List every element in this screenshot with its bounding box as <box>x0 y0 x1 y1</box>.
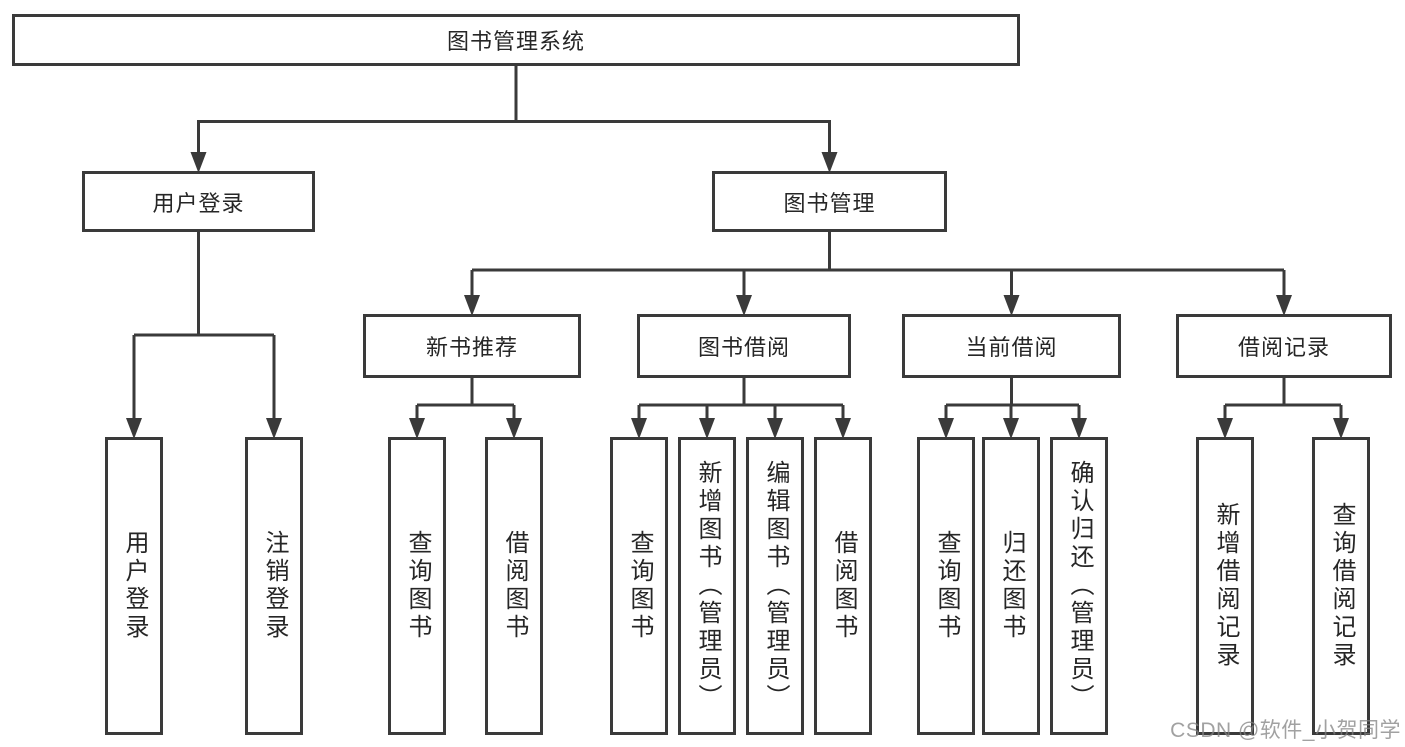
node-new-book-recommendation: 新书推荐 <box>363 314 581 378</box>
leaf-borrow-books: 借阅图书 <box>814 437 872 735</box>
leaf-logout: 注销登录 <box>245 437 303 735</box>
leaf-return-books: 归还图书 <box>982 437 1040 735</box>
tree-edges <box>132 66 1343 428</box>
node-book-borrowing: 图书借阅 <box>637 314 851 378</box>
leaf-add-books-admin: 新增图书（管理员） <box>678 437 736 735</box>
node-library-management-system: 图书管理系统 <box>12 14 1020 66</box>
leaf-add-borrow-record: 新增借阅记录 <box>1196 437 1254 735</box>
node-borrowing-records: 借阅记录 <box>1176 314 1392 378</box>
node-current-borrowing: 当前借阅 <box>902 314 1121 378</box>
node-user-login-branch: 用户登录 <box>82 171 315 232</box>
leaf-edit-books-admin: 编辑图书（管理员） <box>746 437 804 735</box>
csdn-watermark: CSDN @软件_小贺同学 <box>1170 719 1401 742</box>
leaf-query-books-borrow: 查询图书 <box>610 437 668 735</box>
node-book-management-branch: 图书管理 <box>712 171 947 232</box>
leaf-query-books-recommend: 查询图书 <box>388 437 446 735</box>
leaf-borrow-books-recommend: 借阅图书 <box>485 437 543 735</box>
arrowheads <box>126 152 1349 439</box>
leaf-query-borrow-record: 查询借阅记录 <box>1312 437 1370 735</box>
leaf-confirm-return-admin: 确认归还（管理员） <box>1050 437 1108 735</box>
leaf-query-books-current: 查询图书 <box>917 437 975 735</box>
leaf-user-login: 用户登录 <box>105 437 163 735</box>
